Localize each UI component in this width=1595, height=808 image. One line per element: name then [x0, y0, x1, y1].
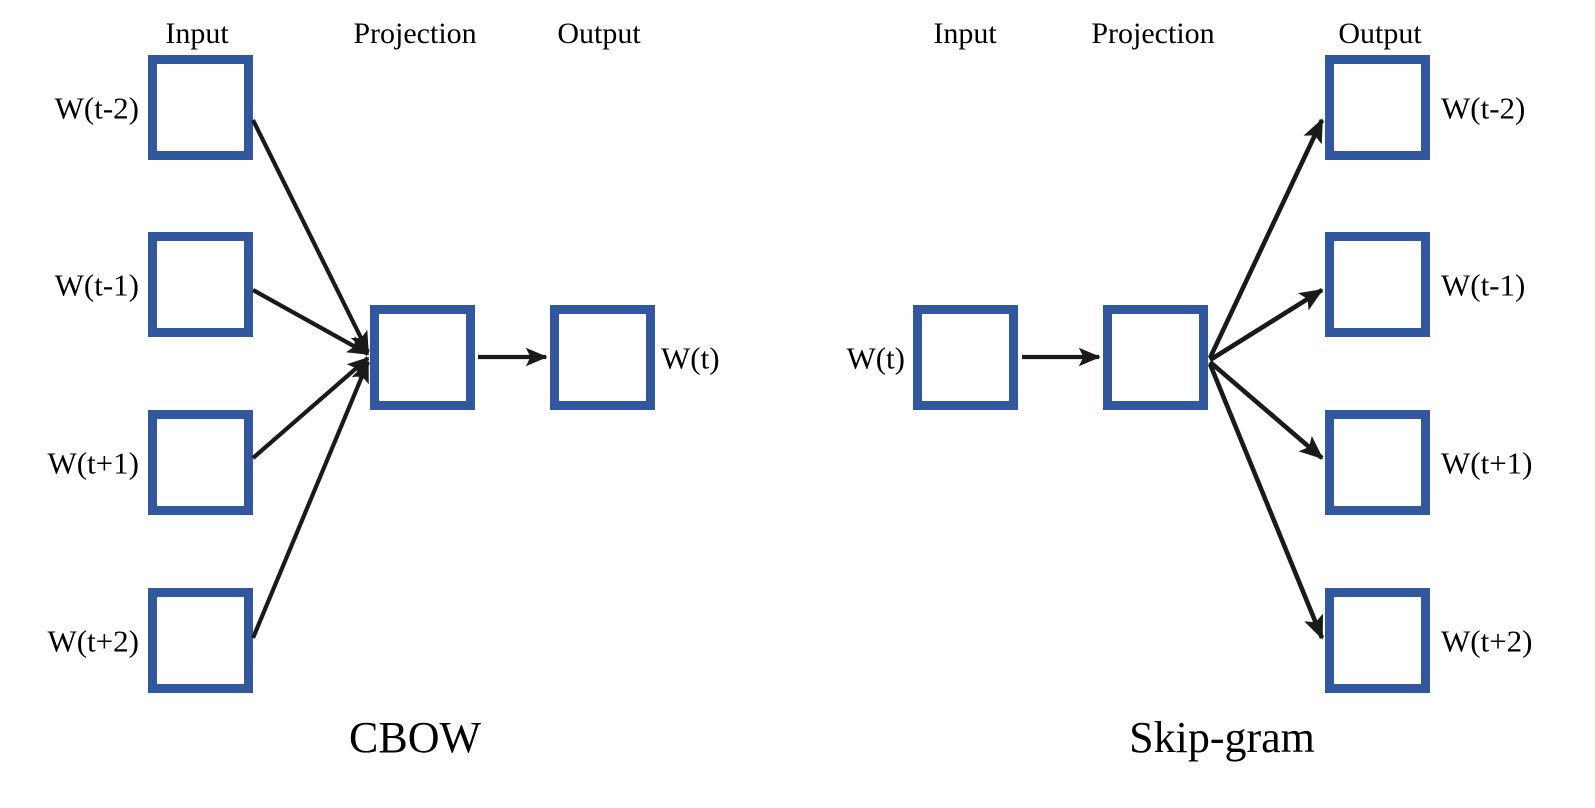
skipgram-column-label-input: Input: [933, 17, 997, 50]
cbow-input-box-1[interactable]: [148, 55, 253, 160]
skipgram-output-label-1: W(t-2): [1441, 90, 1526, 126]
skipgram-output-label-4: W(t+2): [1441, 623, 1533, 659]
cbow-column-label-input: Input: [165, 17, 229, 50]
cbow-column-label-output: Output: [557, 17, 641, 50]
cbow-output-label: W(t): [661, 340, 720, 376]
skipgram-column-label-output: Output: [1338, 17, 1422, 50]
cbow-input-label-2: W(t-1): [54, 267, 139, 303]
cbow-output-box[interactable]: [550, 305, 655, 410]
skipgram-input-box[interactable]: [913, 305, 1018, 410]
cbow-model-title: CBOW: [349, 713, 481, 762]
skipgram-model-title: Skip-gram: [1129, 713, 1315, 762]
skipgram-output-box-3[interactable]: [1325, 410, 1430, 515]
cbow-input-box-4[interactable]: [148, 588, 253, 693]
skipgram-output-label-3: W(t+1): [1441, 445, 1533, 481]
cbow-input-label-1: W(t-2): [54, 90, 139, 126]
cbow-column-label-projection: Projection: [353, 17, 477, 50]
skipgram-output-label-2: W(t-1): [1441, 267, 1526, 303]
cbow-input-edges: [251, 119, 370, 639]
cbow-input-label-3: W(t+1): [47, 445, 139, 481]
skipgram-output-box-2[interactable]: [1325, 232, 1430, 337]
skipgram-output-box-4[interactable]: [1325, 588, 1430, 693]
cbow-input-box-3[interactable]: [148, 410, 253, 515]
skipgram-input-label: W(t): [846, 340, 905, 376]
skipgram-column-label-projection: Projection: [1091, 17, 1215, 50]
skipgram-output-edges: [1207, 118, 1325, 640]
cbow-projection-box[interactable]: [370, 305, 475, 410]
cbow-input-box-2[interactable]: [148, 232, 253, 337]
skipgram-projection-box[interactable]: [1103, 305, 1208, 410]
skipgram-output-box-1[interactable]: [1325, 55, 1430, 160]
cbow-input-label-4: W(t+2): [47, 623, 139, 659]
